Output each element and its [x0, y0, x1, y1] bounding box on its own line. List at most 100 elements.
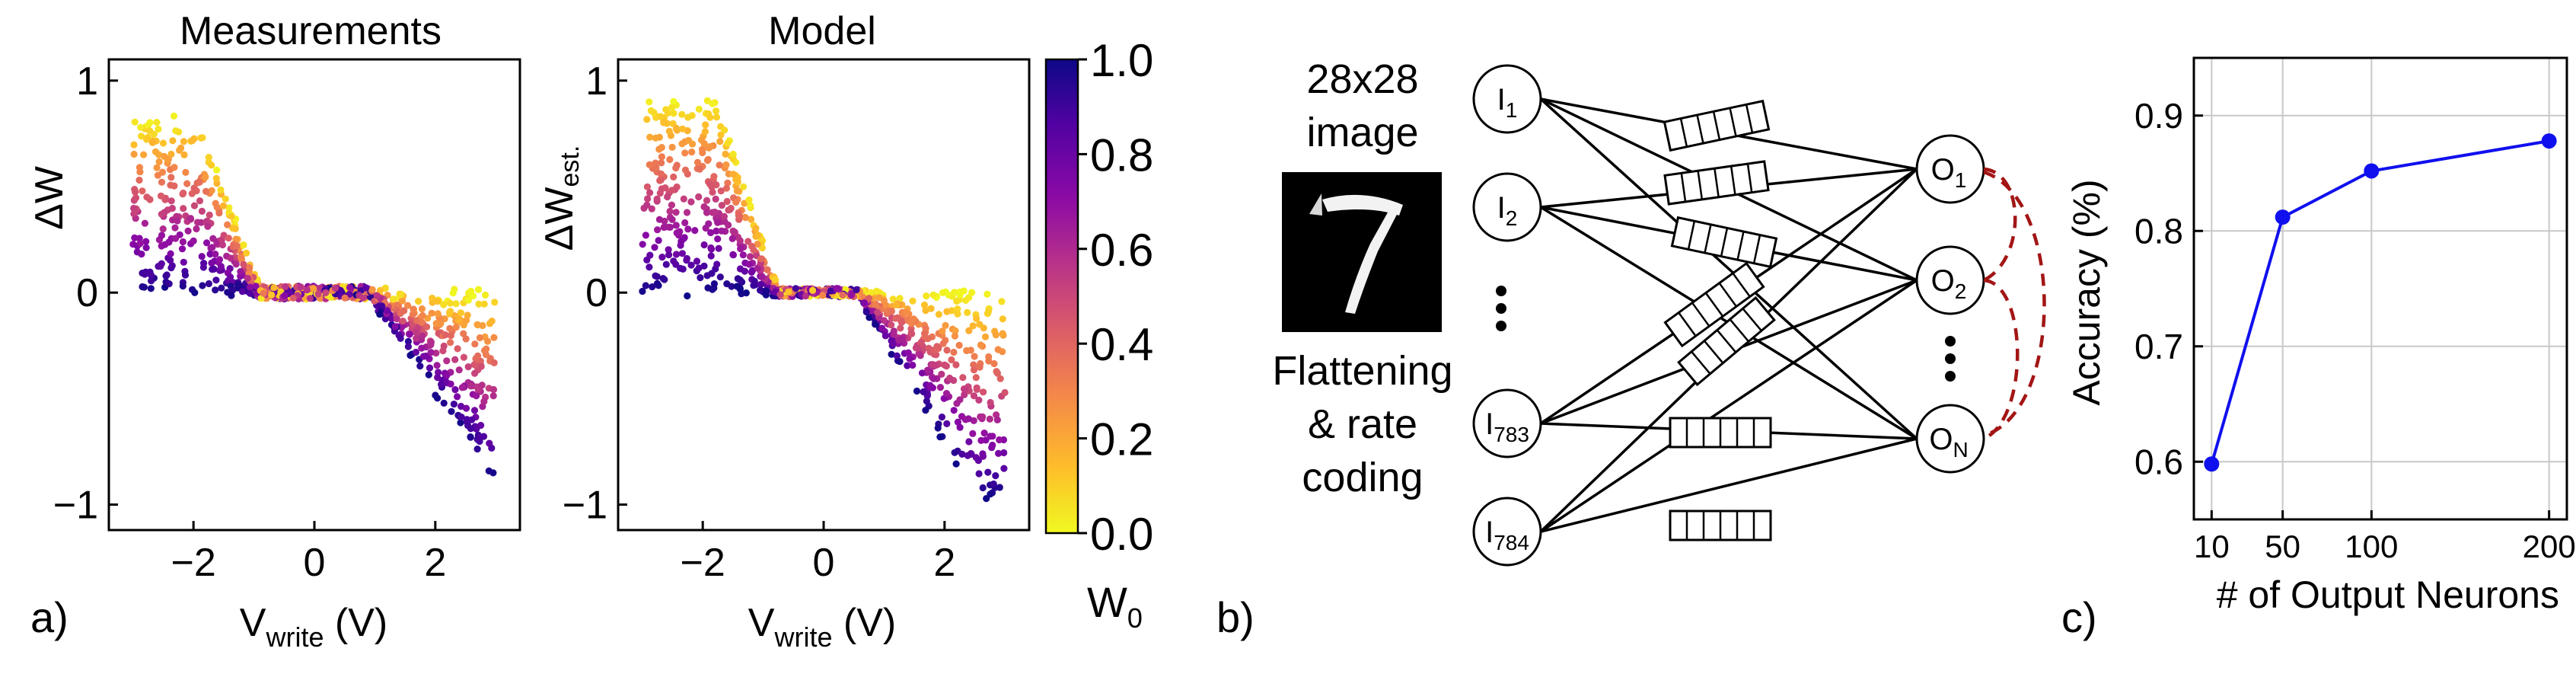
scatter-point: [131, 118, 139, 126]
scatter-point: [909, 361, 917, 369]
scatter-point: [1000, 449, 1008, 457]
scatter-point: [973, 315, 980, 322]
scatter-point: [936, 384, 944, 391]
scatter-point: [198, 253, 206, 260]
scatter-point: [482, 351, 490, 359]
scatter-point: [213, 166, 221, 174]
scatter-point: [447, 339, 454, 347]
scatter-point: [938, 414, 945, 421]
scatter-point: [479, 321, 486, 330]
scatter-point: [695, 193, 703, 201]
scatter-point: [658, 153, 666, 161]
scatter-point: [440, 301, 448, 308]
scatter-point: [458, 384, 466, 391]
scatter-point: [142, 238, 150, 245]
scatter-point: [681, 149, 689, 157]
scatter-point: [700, 139, 708, 148]
scatter-point: [464, 418, 471, 426]
scatter-point: [666, 155, 674, 164]
scatter-point: [202, 173, 209, 180]
scatter-point: [404, 343, 413, 350]
scatter-point: [639, 241, 646, 248]
x-tick-label: −2: [171, 541, 216, 585]
scatter-point: [878, 324, 886, 332]
scatter-point: [736, 237, 744, 244]
scatter-point: [722, 184, 731, 192]
scatter-point: [457, 309, 465, 317]
scatter-point: [979, 452, 987, 460]
scatter-point: [1000, 465, 1008, 472]
scatter-point: [473, 392, 480, 400]
colorbar-tick-label: 0.6: [1090, 225, 1153, 276]
scatter-point: [764, 266, 771, 273]
scatter-point: [973, 384, 980, 391]
scatter-point: [203, 239, 211, 247]
scatter-point: [853, 286, 860, 294]
scatter-point: [167, 250, 174, 257]
x-axis-label: Vwrite (V): [748, 601, 896, 653]
scatter-point: [974, 457, 982, 465]
scatter-point: [240, 241, 247, 249]
scatter-point: [907, 329, 915, 337]
scatter-point: [880, 317, 888, 324]
scatter-point: [939, 289, 947, 296]
scatter-point: [970, 366, 978, 374]
scatter-point: [224, 221, 231, 228]
scatter-point: [757, 286, 764, 294]
scatter-point: [146, 127, 154, 135]
scatter-point: [398, 297, 406, 305]
scatter-point: [862, 308, 870, 316]
scatter-point: [229, 224, 237, 232]
scatter-point: [428, 309, 435, 317]
scatter-point: [167, 197, 175, 205]
scatter-point: [476, 437, 483, 446]
scatter-point: [659, 275, 667, 283]
scatter-point: [677, 238, 685, 245]
scatter-point: [999, 315, 1006, 323]
scatter-point: [132, 194, 140, 202]
scatter-point: [175, 128, 183, 136]
scatter-point: [486, 439, 493, 447]
scatter-point: [427, 340, 435, 349]
scatter-point: [644, 195, 652, 203]
scatter-point: [451, 356, 459, 363]
coding-caption-line-2: & rate: [1308, 401, 1417, 447]
scatter-point: [413, 334, 420, 342]
x-tick-label: 10: [2194, 529, 2230, 564]
x-tick-label: 2: [933, 541, 955, 585]
scatter-point: [491, 299, 499, 306]
scatter-point: [665, 251, 673, 259]
scatter-point: [237, 268, 244, 276]
scatter-point: [151, 148, 160, 155]
scatter-point: [199, 264, 207, 271]
scatter-point: [956, 423, 964, 431]
scatter-point: [716, 161, 723, 169]
scatter-point: [161, 152, 168, 160]
svg-text:I2: I2: [1497, 191, 1518, 230]
scatter-point: [668, 201, 676, 209]
x-tick-label: 0: [304, 541, 326, 585]
accuracy-point: [2364, 163, 2380, 179]
scatter-point: [642, 282, 649, 289]
y-axis-label: ΔW: [27, 166, 72, 230]
scatter-point: [171, 164, 178, 171]
output-neuron-n: ON: [1915, 404, 1985, 474]
synapse-line: [1540, 279, 1918, 533]
scatter-point: [943, 308, 951, 315]
scatter-point: [987, 398, 994, 407]
scatter-point: [434, 374, 442, 382]
scatter-point: [446, 299, 454, 307]
input-neuron-2: I2: [1472, 172, 1542, 242]
scatter-point: [139, 187, 146, 195]
y-tick-label: −1: [563, 484, 607, 528]
y-tick-label: 0.6: [2134, 442, 2183, 481]
synapse-connections: [1539, 97, 1918, 533]
scatter-point: [161, 241, 169, 248]
scatter-point: [180, 151, 188, 158]
scatter-point: [897, 324, 904, 332]
scatter-point: [741, 267, 749, 275]
scatter-point: [955, 341, 963, 349]
x-tick-label: 200: [2523, 529, 2576, 564]
scatter-point: [658, 254, 666, 261]
